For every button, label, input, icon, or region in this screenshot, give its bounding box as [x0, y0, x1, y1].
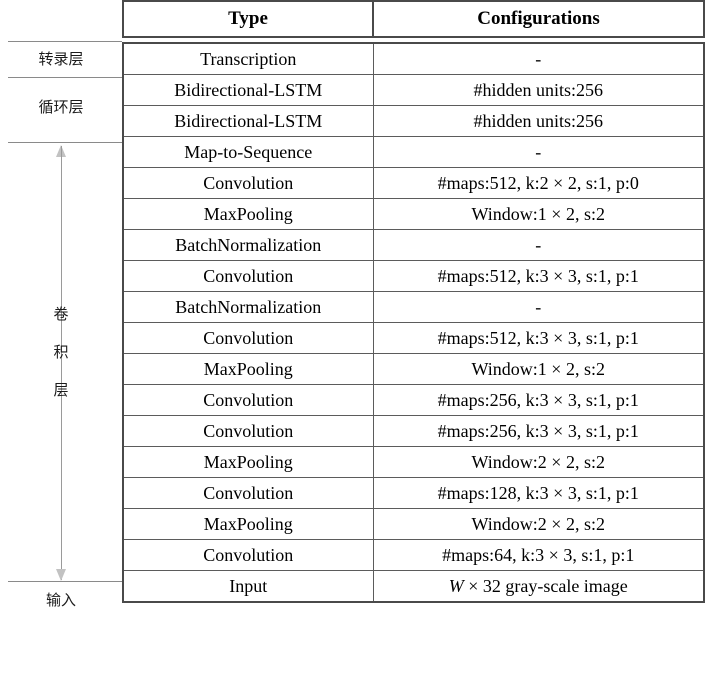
cell-type: MaxPooling [122, 508, 374, 540]
cell-type: Bidirectional-LSTM [122, 105, 374, 137]
annotation-divider-recurrent [8, 142, 122, 143]
cell-type: MaxPooling [122, 353, 374, 385]
cell-configuration: #maps:256, k:3 × 3, s:1, p:1 [372, 384, 705, 416]
cell-configuration: Window:2 × 2, s:2 [372, 508, 705, 540]
cell-type: Convolution [122, 415, 374, 447]
cell-type: Convolution [122, 322, 374, 354]
network-architecture-table-wrap: Type Configurations Transcription-Bidire… [122, 0, 705, 603]
cell-type: Convolution [122, 477, 374, 509]
cell-type: BatchNormalization [122, 229, 374, 261]
convolution-label-char-3: 层 [53, 381, 69, 399]
annotation-divider-transcription [8, 77, 122, 78]
cell-configuration: - [372, 229, 705, 261]
table-row: BatchNormalization- [122, 229, 705, 261]
column-header-type: Type [122, 0, 374, 38]
cell-configuration: Window:1 × 2, s:2 [372, 353, 705, 385]
annotation-divider-input [8, 581, 122, 582]
cell-type: Convolution [122, 167, 374, 199]
recurrent-layer-label: 循环层 [38, 98, 84, 116]
cell-type: Transcription [122, 42, 374, 75]
table-row: Transcription- [122, 42, 705, 75]
table-row: Convolution#maps:512, k:3 × 3, s:1, p:1 [122, 260, 705, 292]
input-label: 输入 [45, 591, 76, 609]
cell-configuration: W × 32 gray-scale image [372, 570, 705, 603]
table-row: Convolution#maps:256, k:3 × 3, s:1, p:1 [122, 415, 705, 447]
layer-annotations-panel: 转录层 循环层 卷 积 层 输入 [0, 0, 122, 683]
convolution-label-char-2: 积 [53, 343, 69, 361]
cell-type: Convolution [122, 384, 374, 416]
cell-configuration: #maps:128, k:3 × 3, s:1, p:1 [372, 477, 705, 509]
table-row: Convolution#maps:128, k:3 × 3, s:1, p:1 [122, 477, 705, 509]
table-body: Transcription-Bidirectional-LSTM#hidden … [122, 42, 705, 603]
cell-type: BatchNormalization [122, 291, 374, 323]
cell-type: Convolution [122, 539, 374, 571]
table-row: Bidirectional-LSTM#hidden units:256 [122, 105, 705, 137]
cell-configuration: Window:2 × 2, s:2 [372, 446, 705, 478]
convolution-layer-label: 卷 积 层 [0, 295, 122, 409]
column-header-configurations: Configurations [372, 0, 705, 38]
table-row: Convolution#maps:512, k:3 × 3, s:1, p:1 [122, 322, 705, 354]
cell-type: Input [122, 570, 374, 603]
cell-configuration: #maps:512, k:2 × 2, s:1, p:0 [372, 167, 705, 199]
network-architecture-table: Type Configurations Transcription-Bidire… [122, 0, 705, 603]
cell-configuration: #maps:512, k:3 × 3, s:1, p:1 [372, 260, 705, 292]
table-row: BatchNormalization- [122, 291, 705, 323]
annotation-divider-top [8, 41, 122, 42]
table-row: Convolution#maps:256, k:3 × 3, s:1, p:1 [122, 384, 705, 416]
table-row: Convolution#maps:64, k:3 × 3, s:1, p:1 [122, 539, 705, 571]
conv-span-arrow-stem [61, 146, 62, 580]
config-text: × 32 gray-scale image [463, 576, 628, 596]
header-row: Type Configurations [122, 0, 705, 38]
cell-configuration: #maps:64, k:3 × 3, s:1, p:1 [372, 539, 705, 571]
arrow-head-down-icon [56, 569, 66, 581]
convolution-label-char-1: 卷 [53, 305, 69, 323]
cell-configuration: - [372, 42, 705, 75]
cell-configuration: #maps:512, k:3 × 3, s:1, p:1 [372, 322, 705, 354]
cell-type: MaxPooling [122, 198, 374, 230]
cell-type: Bidirectional-LSTM [122, 74, 374, 106]
cell-configuration: #hidden units:256 [372, 74, 705, 106]
cell-configuration: #hidden units:256 [372, 105, 705, 137]
table-header: Type Configurations [122, 0, 705, 38]
cell-configuration: #maps:256, k:3 × 3, s:1, p:1 [372, 415, 705, 447]
table-row: Convolution#maps:512, k:2 × 2, s:1, p:0 [122, 167, 705, 199]
config-italic-symbol: W [448, 576, 464, 596]
table-row: Bidirectional-LSTM#hidden units:256 [122, 74, 705, 106]
table-row: Map-to-Sequence- [122, 136, 705, 168]
cell-configuration: Window:1 × 2, s:2 [372, 198, 705, 230]
cell-type: Map-to-Sequence [122, 136, 374, 168]
transcription-layer-label: 转录层 [38, 50, 84, 68]
cell-configuration: - [372, 291, 705, 323]
cell-type: MaxPooling [122, 446, 374, 478]
cell-type: Convolution [122, 260, 374, 292]
cell-configuration: - [372, 136, 705, 168]
